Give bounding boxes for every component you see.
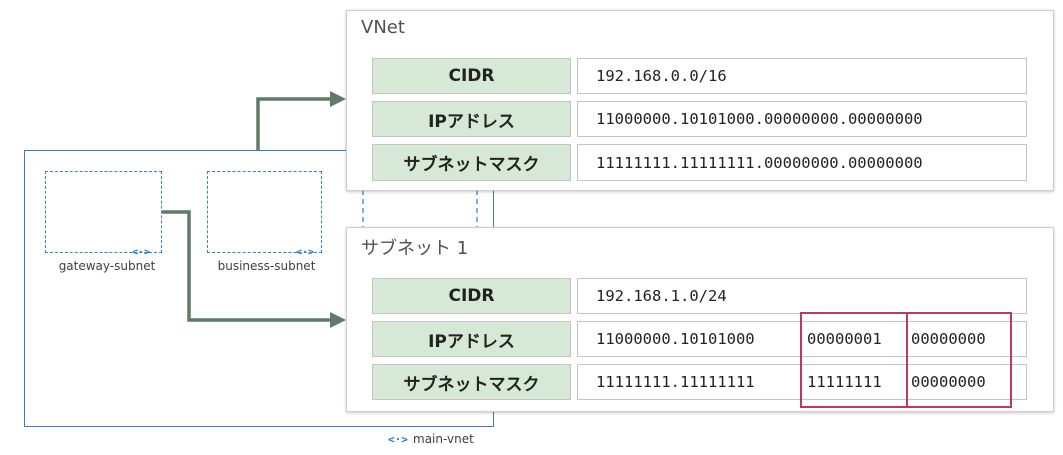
subnet-panel-title: サブネット 1 (361, 238, 469, 259)
business-subnet-box[interactable] (207, 171, 322, 253)
vnet-cidr-label: CIDR (372, 58, 571, 94)
vnet-mask-label: サブネットマスク (372, 144, 571, 181)
subnet-icon: <·> (296, 247, 315, 258)
subnet-cidr-value: 192.168.1.0/24 (577, 278, 1027, 314)
subnet-cidr-label: CIDR (372, 278, 571, 314)
arrow-to-subnet (162, 210, 330, 322)
subnet-mask-value: 11111111.11111111 (577, 364, 1027, 400)
vnet-name-label: main-vnet (413, 432, 474, 446)
subnet-icon: <·> (132, 247, 151, 258)
arrow-to-vnet (256, 97, 330, 150)
mask-octet-3: 11111111 (807, 373, 882, 391)
arrow-to-vnet-head (330, 91, 346, 107)
arrow-to-subnet-head (330, 312, 346, 328)
subnet-ip-label: IPアドレス (372, 321, 571, 357)
octet-4-highlight (906, 312, 1012, 408)
mask-octet-4: 00000000 (911, 373, 986, 391)
vnet-cidr-value: 192.168.0.0/16 (577, 58, 1027, 94)
vnet-mask-value: 11111111.11111111.00000000.00000000 (577, 144, 1027, 181)
vnet-panel-title: VNet (361, 17, 405, 38)
ip-prefix: 11000000.10101000 (596, 330, 755, 348)
subnet-mask-label: サブネットマスク (372, 364, 571, 400)
ip-octet-3: 00000001 (807, 330, 882, 348)
octet-3-highlight (800, 312, 908, 408)
mask-prefix: 11111111.11111111 (596, 373, 755, 391)
business-subnet-label: business-subnet (217, 259, 316, 273)
subnet-ip-value: 11000000.10101000 (577, 321, 1027, 357)
vnet-ip-label: IPアドレス (372, 101, 571, 137)
vnet-ip-value: 11000000.10101000.00000000.00000000 (577, 101, 1027, 137)
vnet-icon: <·> (388, 433, 408, 446)
gateway-subnet-label: gateway-subnet (58, 259, 156, 273)
ip-octet-4: 00000000 (911, 330, 986, 348)
gateway-subnet-box[interactable] (45, 171, 162, 253)
